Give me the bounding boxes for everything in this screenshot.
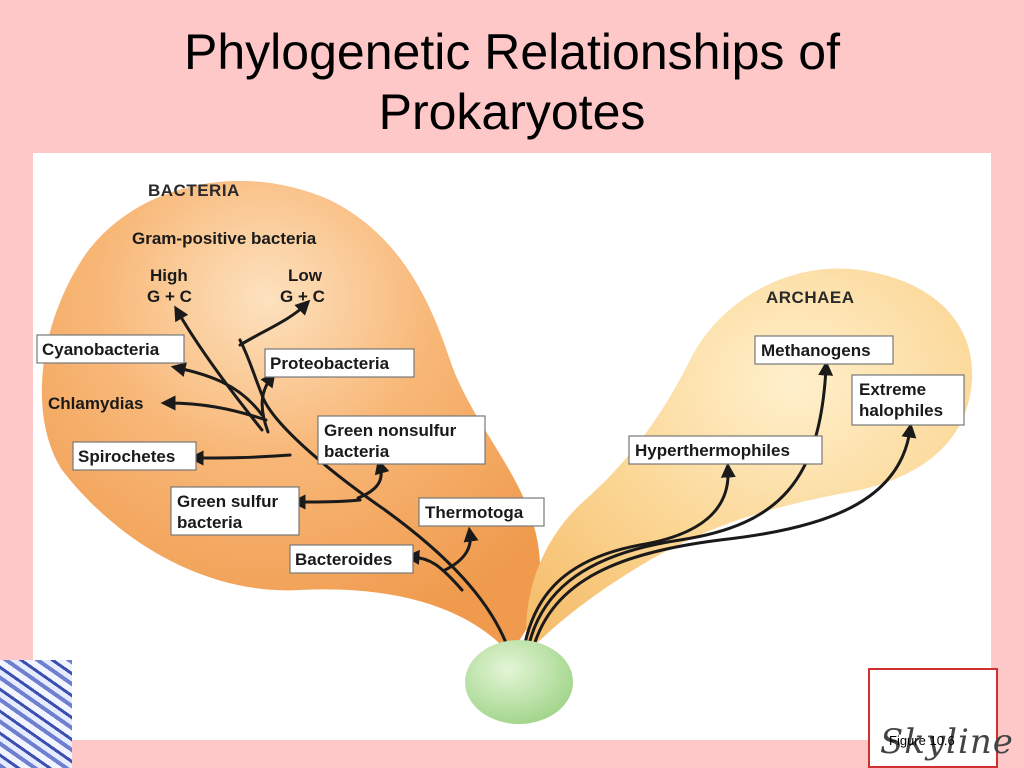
hyperthermophiles-label: Hyperthermophiles <box>635 441 790 460</box>
green-sulfur-line-1: Green sulfur <box>177 492 278 511</box>
gram-positive-label: Gram-positive bacteria <box>132 229 317 248</box>
thermotoga-label: Thermotoga <box>425 503 524 522</box>
hyperthermophiles-box <box>628 435 823 465</box>
extreme-halophiles-line-1: Extreme <box>859 380 926 399</box>
high-gc-line-2: G + C <box>147 287 192 306</box>
green-nonsulfur-line-1: Green nonsulfur <box>324 421 457 440</box>
publisher-logo: Skyline <box>880 722 1014 762</box>
green-sulfur-line-2: bacteria <box>177 513 243 532</box>
green-nonsulfur-box <box>317 415 486 465</box>
bacteroides-label: Bacteroides <box>295 550 392 569</box>
extreme-halophiles-line-2: halophiles <box>859 401 943 420</box>
spirochetes-box <box>72 441 197 471</box>
low-gc-line-2: G + C <box>280 287 325 306</box>
bacteria-branches <box>160 299 514 662</box>
slide-title: Phylogenetic Relationships of Prokaryote… <box>0 22 1024 142</box>
extreme-halophiles-box <box>851 374 965 426</box>
proteobacteria-label: Proteobacteria <box>270 354 390 373</box>
decorative-bacteria-image <box>0 660 72 768</box>
spirochetes-label: Spirochetes <box>78 447 175 466</box>
chlamydias-label: Chlamydias <box>48 394 143 413</box>
high-gc-line-1: High <box>150 266 188 285</box>
publisher-logo-frame <box>868 668 998 768</box>
green-nonsulfur-line-2: bacteria <box>324 442 390 461</box>
bacteria-header: BACTERIA <box>148 181 240 200</box>
title-line-1: Phylogenetic Relationships of <box>184 24 840 80</box>
figure-caption: Figure 10.6 <box>889 733 955 748</box>
methanogens-label: Methanogens <box>761 341 871 360</box>
thermotoga-box <box>418 497 545 527</box>
title-line-2: Prokaryotes <box>378 84 646 140</box>
cyanobacteria-box <box>36 334 185 364</box>
common-ancestor-node <box>465 640 573 724</box>
bacteroides-box <box>289 544 414 574</box>
cyanobacteria-label: Cyanobacteria <box>42 340 160 359</box>
green-sulfur-box <box>170 486 300 536</box>
low-gc-line-1: Low <box>288 266 323 285</box>
proteobacteria-box <box>264 348 415 378</box>
methanogens-box <box>754 335 894 365</box>
archaea-header: ARCHAEA <box>766 288 855 307</box>
